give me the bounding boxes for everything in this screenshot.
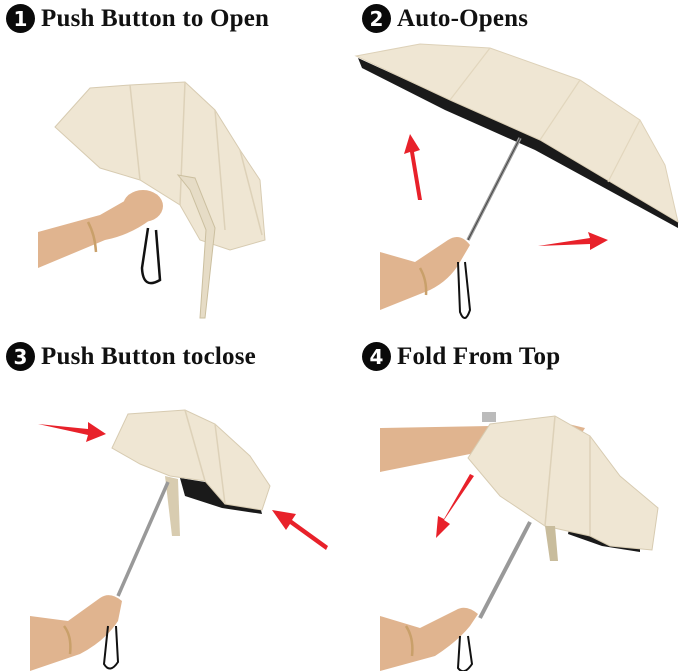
step-panel-4: 4 Fold From Top	[340, 336, 679, 671]
step-number-badge: 3	[6, 342, 35, 371]
step-number-badge: 4	[362, 342, 391, 371]
step-heading-4: 4 Fold From Top	[362, 342, 560, 371]
umbrella-opening-image	[38, 81, 266, 319]
step-number-badge: 2	[362, 4, 391, 33]
umbrella-auto-open-image	[354, 43, 679, 319]
step-heading-1: 1 Push Button to Open	[6, 4, 269, 33]
step-heading-2: 2 Auto-Opens	[362, 4, 528, 33]
arrow-right-icon	[538, 232, 608, 250]
step-panel-1: 1 Push Button to Open	[0, 0, 339, 335]
arrow-right-icon	[38, 422, 106, 442]
step-heading-3: 3 Push Button toclose	[6, 342, 256, 371]
umbrella-folding-image	[380, 412, 659, 671]
step-title: Push Button toclose	[41, 342, 256, 370]
arrow-up-icon	[404, 134, 422, 200]
step-title: Fold From Top	[397, 342, 561, 370]
step-title: Push Button to Open	[41, 4, 270, 32]
umbrella-closing-image	[30, 409, 328, 671]
arrow-left-icon	[272, 510, 328, 550]
step-title: Auto-Opens	[397, 4, 529, 32]
step-number-badge: 1	[6, 4, 35, 33]
arrow-down-left-icon	[436, 474, 474, 538]
step-panel-2: 2 Auto-Opens	[340, 0, 679, 335]
step-panel-3: 3 Push Button toclose	[0, 336, 339, 671]
